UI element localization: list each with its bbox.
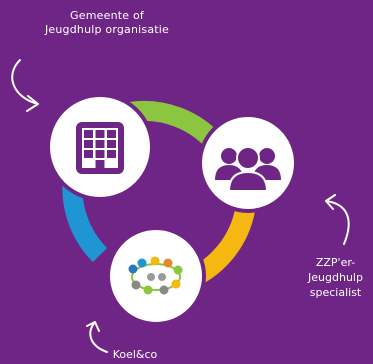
label-specialist-line-2: Jeugdhulp [308, 271, 363, 284]
label-organisation-line-2: Jeugdhulp organisatie [44, 23, 170, 36]
label-specialist: ZZP'er- Jeugdhulp specialist [298, 255, 373, 300]
label-organisation-line-1: Gemeente of [70, 9, 144, 22]
arrow-to-organisation [11, 59, 39, 112]
arrow-to-platform [86, 321, 108, 353]
label-specialist-line-1: ZZP'er- [315, 256, 356, 269]
arrow-to-specialist [325, 194, 350, 245]
group-of-people-icon [215, 146, 281, 192]
node-platform [106, 226, 206, 326]
node-specialist [198, 113, 298, 213]
label-specialist-line-3: specialist [309, 286, 362, 299]
building-icon [76, 122, 124, 174]
network-circle-icon [128, 256, 183, 295]
node-organisation [46, 93, 154, 201]
label-organisation: Gemeente of Jeugdhulp organisatie [2, 9, 212, 37]
label-platform: Koel&co [100, 348, 170, 362]
label-platform-line-1: Koel&co [112, 348, 158, 361]
